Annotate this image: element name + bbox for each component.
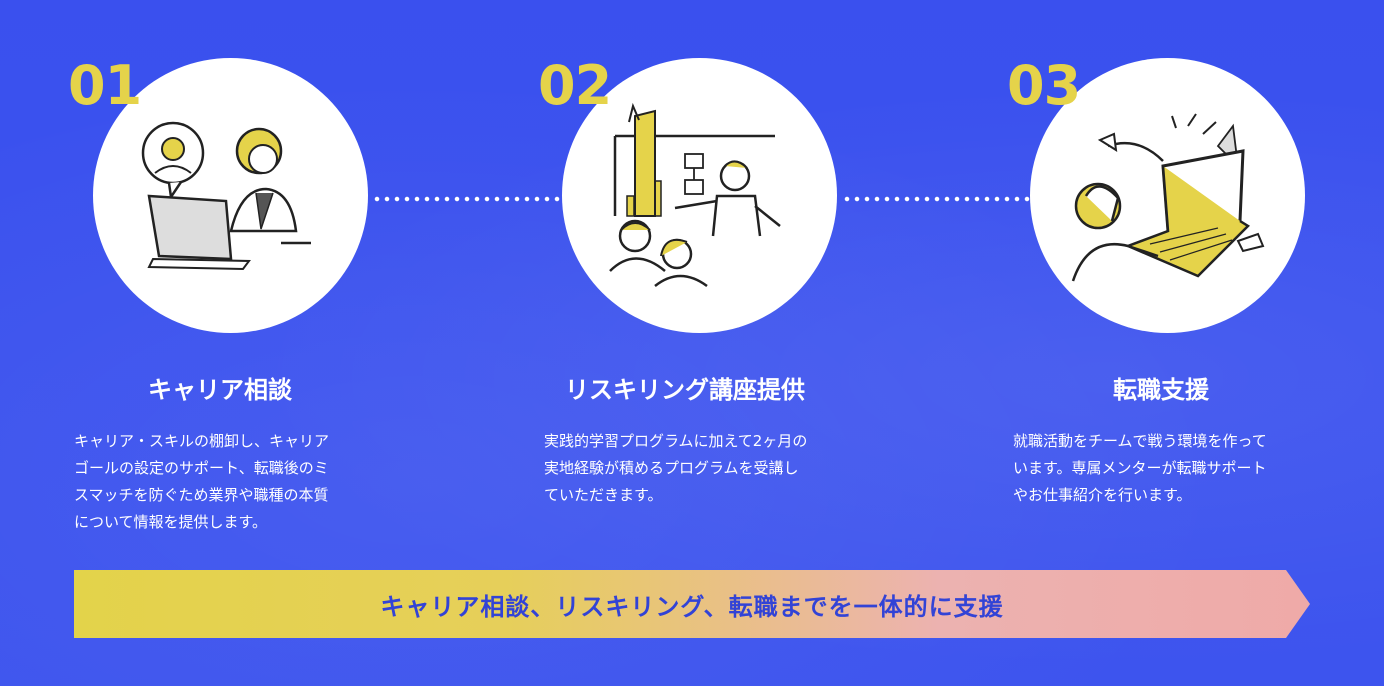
step-2-circle: [562, 58, 837, 333]
job-support-icon: [1071, 112, 1264, 281]
step-1-circle: [93, 58, 368, 333]
step-1-number: 01: [68, 54, 142, 117]
connector-dots-2: [842, 196, 1032, 202]
reskilling-icon: [608, 102, 781, 287]
step-3-title: 転職支援: [1113, 376, 1209, 404]
summary-banner-text: キャリア相談、リスキリング、転職までを一体的に支援: [380, 592, 1004, 621]
step-1-description: キャリア・スキルの棚卸し、キャリア ゴールの設定のサポート、転職後のミ スマッチ…: [74, 432, 330, 531]
summary-banner: キャリア相談、リスキリング、転職までを一体的に支援: [74, 570, 1310, 638]
step-3-number: 03: [1007, 54, 1081, 117]
step-1-title: キャリア相談: [148, 376, 292, 404]
step-3-circle: [1030, 58, 1305, 333]
step-2-title: リスキリング講座提供: [565, 376, 805, 404]
consultation-icon: [141, 121, 311, 270]
connector-dots-1: [372, 196, 562, 202]
step-2-number: 02: [538, 54, 612, 117]
step-3-description: 就職活動をチームで戦う環境を作って います。専属メンターが転職サポート やお仕事…: [1013, 432, 1267, 504]
step-2-description: 実践的学習プログラムに加えて2ヶ月の 実地経験が積めるプログラムを受講し ていた…: [544, 432, 808, 504]
